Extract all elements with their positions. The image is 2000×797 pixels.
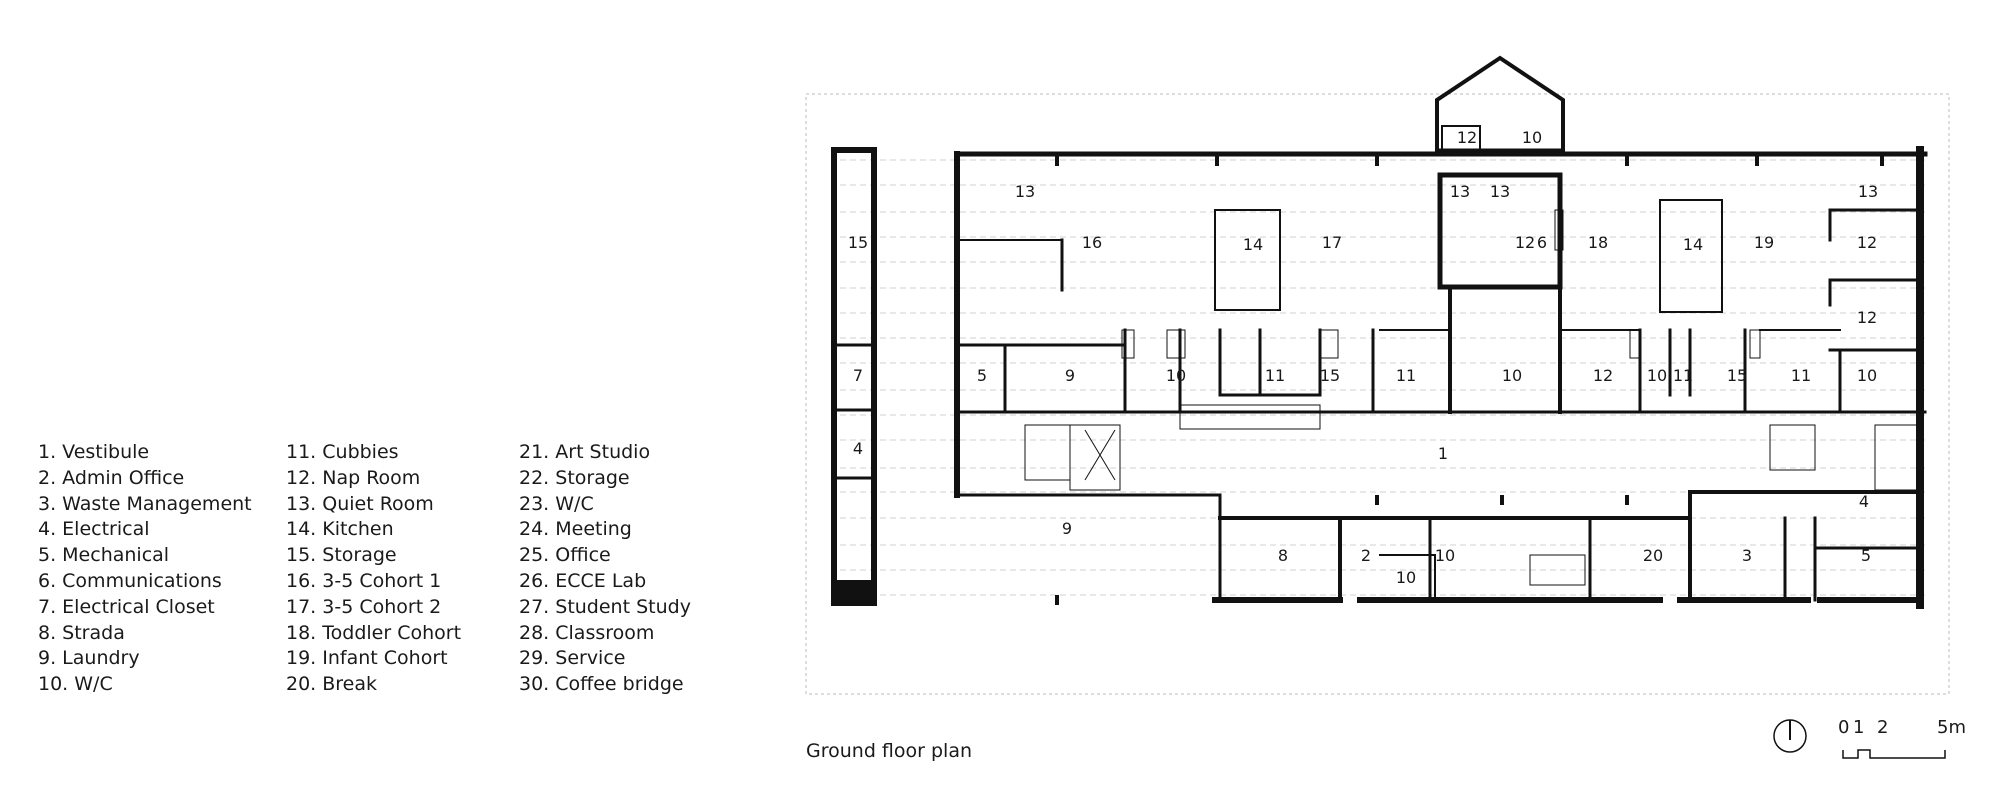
walls xyxy=(831,55,1928,609)
room-label: 6 xyxy=(1537,233,1547,252)
scale-tick-label: 5m xyxy=(1937,717,1966,738)
legend-item: 8. Strada xyxy=(38,621,125,644)
legend-item: 30. Coffee bridge xyxy=(519,673,684,696)
room-label: 13 xyxy=(1490,182,1510,201)
legend-item: 27. Student Study xyxy=(519,595,691,618)
legend-item: 7. Electrical Closet xyxy=(38,595,215,618)
legend-item: 11. Cubbies xyxy=(286,441,399,463)
room-label: 4 xyxy=(1859,492,1869,511)
legend-item: 26. ECCE Lab xyxy=(519,569,647,592)
room-label: 16 xyxy=(1082,233,1102,252)
room-label: 8 xyxy=(1278,546,1288,565)
legend-item: 17. 3-5 Cohort 2 xyxy=(286,595,442,618)
room-label: 14 xyxy=(1683,235,1703,254)
legend-column-2: 11. Cubbies 12. Nap Room 13. Quiet Room … xyxy=(286,440,461,698)
room-label: 10 xyxy=(1522,128,1542,147)
north-arrow-icon xyxy=(1773,719,1807,753)
room-label: 3 xyxy=(1742,546,1752,565)
legend-item: 18. Toddler Cohort xyxy=(286,621,462,644)
legend-column-3: 21. Art Studio 22. Storage 23. W/C 24. M… xyxy=(519,440,691,698)
legend-item: 29. Service xyxy=(519,647,626,670)
room-label: 11 xyxy=(1396,366,1416,385)
room-label: 12 xyxy=(1457,128,1477,147)
room-label: 2 xyxy=(1361,546,1371,565)
legend-item: 19. Infant Cohort xyxy=(286,647,448,670)
structural-grid xyxy=(840,159,1925,596)
room-label: 7 xyxy=(853,366,863,385)
room-label: 10 xyxy=(1502,366,1522,385)
room-label: 13 xyxy=(1858,182,1878,201)
legend-item: 22. Storage xyxy=(519,466,630,489)
room-label: 14 xyxy=(1243,235,1263,254)
room-label: 20 xyxy=(1643,546,1663,565)
legend-item: 28. Classroom xyxy=(519,621,655,644)
legend-item: 4. Electrical xyxy=(38,518,150,541)
legend-column-1: 1. Vestibule 2. Admin Office 3. Waste Ma… xyxy=(38,440,252,698)
room-label: 15 xyxy=(848,233,868,252)
site-boundary xyxy=(805,93,1950,695)
legend-item: 25. Office xyxy=(519,544,611,567)
legend-item: 20. Break xyxy=(286,673,378,696)
legend-item: 3. Waste Management xyxy=(38,492,252,515)
room-label: 9 xyxy=(1062,519,1072,538)
room-label: 5 xyxy=(977,366,987,385)
room-label: 11 xyxy=(1673,366,1693,385)
legend-item: 13. Quiet Room xyxy=(286,492,434,515)
legend-item: 10. W/C xyxy=(38,673,113,696)
legend-item: 9. Laundry xyxy=(38,647,140,670)
room-label: 10 xyxy=(1647,366,1667,385)
scale-tick-label: 0 xyxy=(1838,717,1850,738)
scale-tick-label: 2 xyxy=(1877,717,1889,738)
room-label: 12 xyxy=(1857,308,1877,327)
room-label: 11 xyxy=(1265,366,1285,385)
legend-item: 23. W/C xyxy=(519,492,594,515)
legend-item: 16. 3-5 Cohort 1 xyxy=(286,569,442,592)
legend-item: 21. Art Studio xyxy=(519,441,651,463)
fixtures xyxy=(1084,209,1761,586)
legend-item: 5. Mechanical xyxy=(38,544,170,567)
room-label: 12 xyxy=(1515,233,1535,252)
scale-bar xyxy=(1842,749,1946,759)
room-label: 18 xyxy=(1588,233,1608,252)
room-label: 10 xyxy=(1857,366,1877,385)
legend-item: 24. Meeting xyxy=(519,518,632,541)
room-label: 15 xyxy=(1320,366,1340,385)
room-label: 12 xyxy=(1857,233,1877,252)
room-label: 9 xyxy=(1065,366,1075,385)
room-label: 5 xyxy=(1861,546,1871,565)
room-label: 12 xyxy=(1593,366,1613,385)
legend-item: 15. Storage xyxy=(286,544,397,567)
room-label: 13 xyxy=(1015,182,1035,201)
room-label: 10 xyxy=(1166,366,1186,385)
legend-item: 12. Nap Room xyxy=(286,466,421,489)
room-label: 4 xyxy=(853,439,863,458)
room-label: 15 xyxy=(1727,366,1747,385)
room-label: 13 xyxy=(1450,182,1470,201)
legend-item: 1. Vestibule xyxy=(38,441,150,463)
room-label: 17 xyxy=(1322,233,1342,252)
legend-item: 2. Admin Office xyxy=(38,466,185,489)
room-label: 19 xyxy=(1754,233,1774,252)
room-label: 1 xyxy=(1438,444,1448,463)
columns xyxy=(835,154,1884,605)
legend-item: 6. Communications xyxy=(38,569,222,592)
room-label: 10 xyxy=(1396,568,1416,587)
plan-caption: Ground floor plan xyxy=(806,740,973,762)
room-label: 11 xyxy=(1791,366,1811,385)
scale-tick-label: 1 xyxy=(1853,717,1865,738)
legend-item: 14. Kitchen xyxy=(286,518,394,541)
room-label: 10 xyxy=(1435,546,1455,565)
